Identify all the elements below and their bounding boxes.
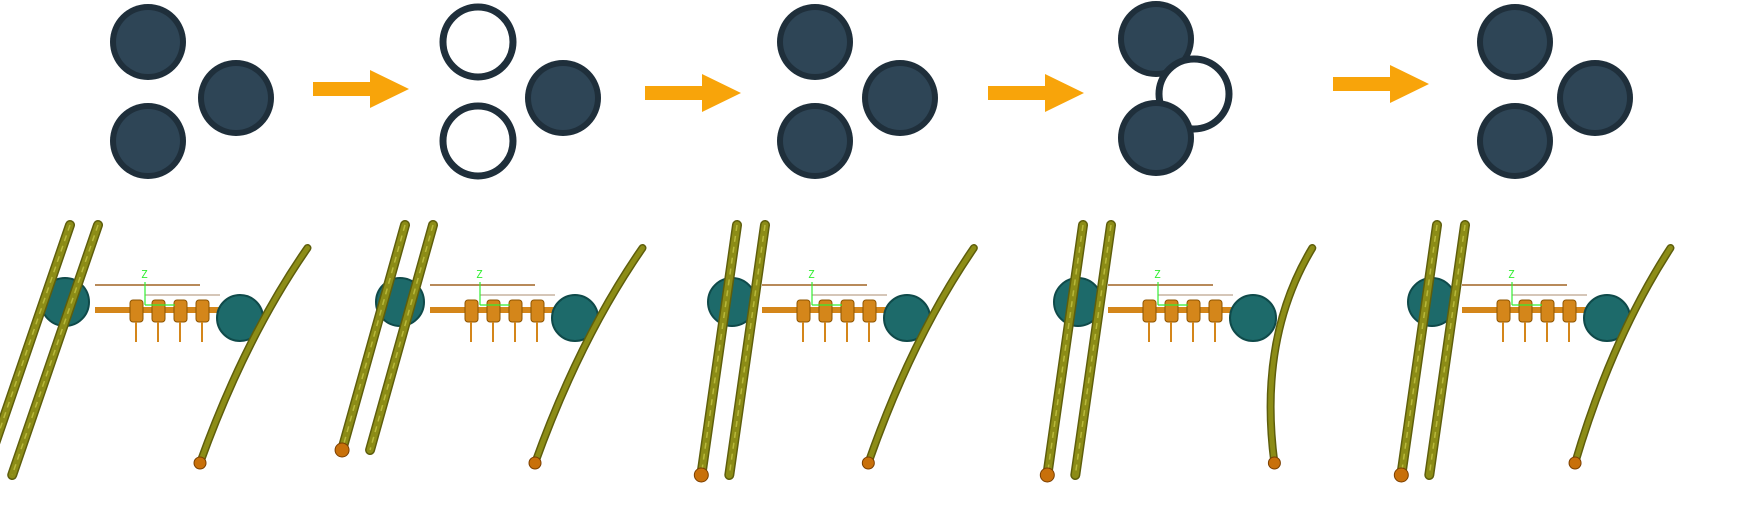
left-leg-strut-2 [1424, 220, 1470, 480]
right-leg [531, 244, 647, 467]
right-leg [1571, 244, 1675, 467]
robot-chassis: Z [762, 268, 897, 342]
z-axis-label: Z [808, 268, 815, 281]
contact-disc-bottom-left-empty [439, 102, 517, 180]
right-hip-joint [1229, 294, 1277, 342]
contact-pattern-5 [1477, 4, 1633, 179]
right-leg [864, 244, 978, 467]
left-leg-strut-1 [337, 220, 410, 455]
contact-disc-top-left-empty [439, 3, 517, 81]
right-leg [196, 244, 312, 467]
right-foot [861, 456, 875, 470]
left-leg-strut-2 [7, 220, 103, 480]
robot-chassis: Z [430, 268, 565, 342]
right-arrow-icon [988, 74, 1084, 112]
left-foot [693, 467, 709, 483]
robot-pose-5: Z [1393, 220, 1675, 483]
contact-disc-inner [783, 109, 847, 173]
transition-arrow-row [313, 65, 1429, 112]
contact-pattern-row [110, 1, 1633, 180]
left-foot [334, 442, 350, 458]
robot-chassis: Z [1108, 268, 1243, 342]
contact-disc-inner [1483, 10, 1547, 74]
contact-disc-inner [1563, 66, 1627, 130]
contact-disc-inner [204, 66, 268, 130]
contact-disc-inner [1124, 106, 1188, 170]
robot-pose-4: Z [1039, 220, 1317, 483]
right-foot [1267, 456, 1281, 470]
z-axis-label: Z [1508, 268, 1515, 281]
contact-disc-inner [783, 10, 847, 74]
left-foot [1393, 467, 1409, 483]
contact-disc-inner [1124, 7, 1188, 71]
robot-chassis: Z [95, 268, 230, 342]
left-leg-strut-2 [1070, 220, 1116, 480]
contact-disc-inner [868, 66, 932, 130]
right-arrow-icon [645, 74, 741, 112]
right-arrow-icon [1333, 65, 1429, 103]
left-leg-strut-1 [0, 220, 75, 445]
left-leg-strut-1 [1042, 220, 1088, 480]
left-leg-strut-2 [724, 220, 770, 480]
contact-disc-inner [531, 66, 595, 130]
z-axis-label: Z [141, 268, 148, 281]
right-foot [528, 456, 542, 470]
robot-pose-1: Z [0, 220, 312, 480]
right-arrow-icon [313, 70, 409, 108]
robot-pose-2: Z [334, 220, 647, 470]
right-leg [1266, 244, 1317, 467]
contact-pattern-1 [110, 4, 274, 179]
left-leg-strut-1 [1396, 220, 1442, 480]
contact-pattern-2 [439, 3, 601, 180]
left-leg-strut-2 [365, 220, 438, 455]
z-axis-label: Z [476, 268, 483, 281]
right-foot [1568, 456, 1582, 470]
contact-disc-inner [116, 109, 180, 173]
z-axis-label: Z [1154, 268, 1161, 281]
contact-disc-inner [1483, 109, 1547, 173]
left-foot [1039, 467, 1055, 483]
left-leg-strut-1 [696, 220, 742, 480]
robot-chassis: Z [1462, 268, 1597, 342]
contact-pattern-3 [777, 4, 938, 179]
contact-pattern-4 [1118, 1, 1233, 176]
right-foot [193, 456, 207, 470]
robot-pose-3: Z [693, 220, 978, 483]
contact-disc-inner [116, 10, 180, 74]
